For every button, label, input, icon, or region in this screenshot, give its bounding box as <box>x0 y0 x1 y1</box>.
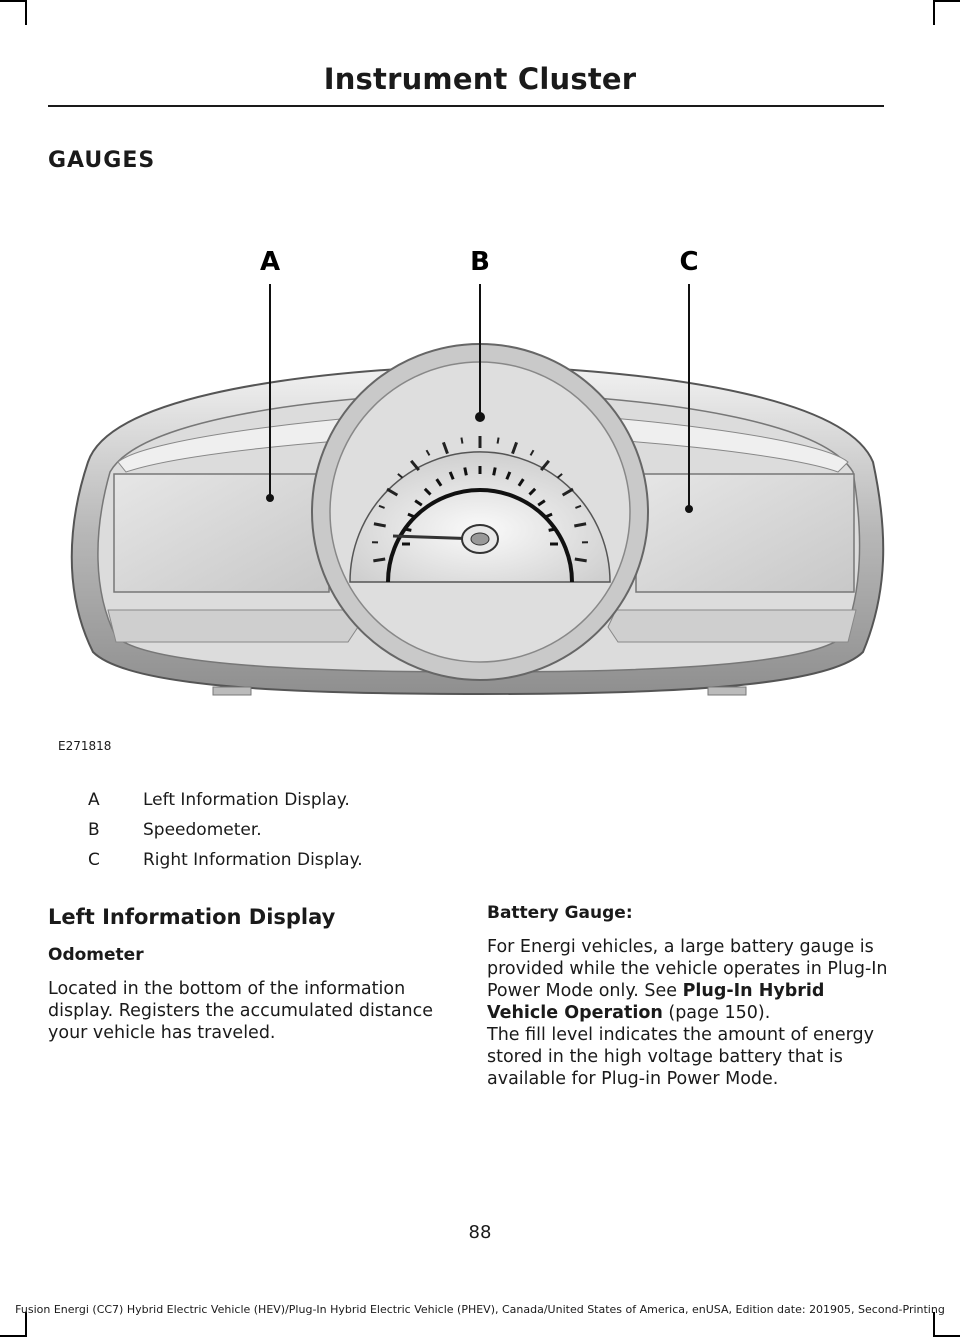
speedometer-tick <box>425 449 431 456</box>
speedometer-ticks <box>371 436 589 563</box>
speedometer-tick <box>373 557 386 563</box>
battery-gauge-paragraph: For Energi vehicles, a large battery gau… <box>487 936 892 1090</box>
speedometer-inner-tick <box>517 478 525 487</box>
speedometer-tick <box>442 441 449 455</box>
speedometer-inner-tick <box>505 471 512 480</box>
speedometer-tick <box>574 557 587 563</box>
speedometer-tick <box>373 522 386 528</box>
instrument-cluster-figure: A B C <box>48 232 904 722</box>
legend-key: C <box>88 850 100 870</box>
legend-item: C Right Information Display. <box>88 845 688 875</box>
speedometer-tick <box>386 487 399 497</box>
legend-text: Right Information Display. <box>143 850 363 870</box>
svg-text:C: C <box>679 247 698 277</box>
crop-mark <box>933 1312 935 1337</box>
speedometer-tick <box>561 487 574 497</box>
speedometer-inner-tick <box>544 512 553 519</box>
battery-text: For Energi vehicles, a large battery gau… <box>487 937 888 1001</box>
figure-legend: A Left Information Display. B Speedomete… <box>88 785 688 875</box>
speedometer-tick <box>496 437 500 444</box>
speedometer-inner-tick <box>448 471 455 480</box>
speedometer-inner-tick <box>407 512 416 519</box>
crop-mark <box>935 0 960 2</box>
speedometer-dial <box>349 451 611 583</box>
legend-key: A <box>88 790 100 810</box>
speedometer-inner-tick <box>414 499 423 507</box>
speedometer-tick <box>511 441 518 455</box>
bottom-tab <box>707 686 747 696</box>
speedometer-inner-tick <box>492 467 497 476</box>
callout-b: B <box>470 247 490 422</box>
speedometer-inner-tick <box>463 467 468 476</box>
legend-key: B <box>88 820 100 840</box>
speedometer-tick <box>540 459 550 471</box>
cross-reference-link[interactable]: Plug-In Hybrid Vehicle Operation <box>487 981 825 1023</box>
right-column: Battery Gauge: For Energi vehicles, a la… <box>487 902 892 1090</box>
speedometer-inner-tick <box>548 527 557 532</box>
crop-mark <box>0 0 25 2</box>
figure-id: E271818 <box>58 739 112 753</box>
speedometer-tick <box>460 437 464 444</box>
speedometer-inner-tick <box>435 478 443 487</box>
speedometer-tick <box>574 522 587 528</box>
lower-bar-left <box>107 609 359 643</box>
battery-gauge-heading: Battery Gauge: <box>487 903 633 923</box>
crop-mark <box>933 0 935 25</box>
speedometer-inner-tick <box>537 499 546 507</box>
legend-item: A Left Information Display. <box>88 785 688 815</box>
svg-text:A: A <box>260 247 280 277</box>
subsection-heading: Left Information Display <box>48 905 336 929</box>
callout-c: C <box>679 247 699 513</box>
speedometer-tick <box>556 473 563 479</box>
crop-mark <box>0 1335 25 1337</box>
speedometer-tick <box>575 504 582 509</box>
section-title: GAUGES <box>48 148 156 173</box>
crop-mark <box>935 1335 960 1337</box>
left-column: Left Information Display Odometer Locate… <box>48 906 448 1044</box>
left-display-panel <box>113 473 330 593</box>
callout-a: A <box>260 247 280 502</box>
right-display-panel <box>635 473 855 593</box>
page-number: 88 <box>468 1222 492 1243</box>
page-footer: Fusion Energi (CC7) Hybrid Electric Vehi… <box>15 1303 945 1316</box>
speedometer-tick <box>378 504 385 509</box>
speedometer-inner-tick <box>423 487 432 496</box>
legend-text: Speedometer. <box>143 820 262 840</box>
speedometer-tick <box>397 473 404 479</box>
header-rule <box>48 105 884 107</box>
speedometer-inner-arc <box>386 488 574 583</box>
lower-bar-right <box>607 609 857 643</box>
odometer-heading: Odometer <box>48 945 144 965</box>
speedometer-inner-tick <box>528 487 537 496</box>
odometer-paragraph: Located in the bottom of the information… <box>48 979 434 1043</box>
page-reference: (page 150). <box>662 1003 771 1023</box>
bottom-tab <box>212 686 252 696</box>
speedometer-tick <box>410 459 420 471</box>
svg-text:B: B <box>470 247 490 277</box>
page-header-title: Instrument Cluster <box>323 62 637 96</box>
crop-mark <box>25 0 27 25</box>
speedometer-inner-tick <box>403 527 412 532</box>
legend-text: Left Information Display. <box>143 790 350 810</box>
legend-item: B Speedometer. <box>88 815 688 845</box>
battery-text-continued: The fill level indicates the amount of e… <box>487 1025 874 1089</box>
crop-mark <box>25 1312 27 1337</box>
speedometer-tick <box>529 449 535 456</box>
